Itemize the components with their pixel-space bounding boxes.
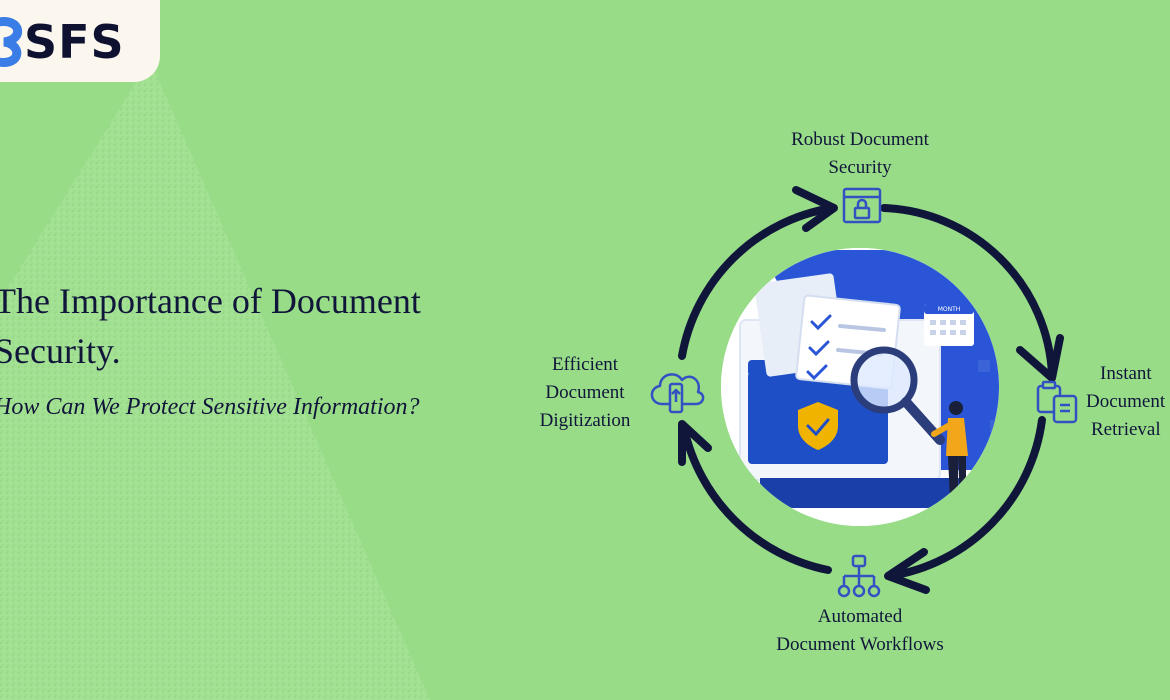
page-subtitle: How Can We Protect Sensitive Information… — [0, 394, 420, 420]
arrowhead-bottom — [884, 548, 930, 594]
label-robust-document-security: Robust Document Security — [791, 129, 929, 178]
title-line-2: Security. — [0, 331, 121, 371]
label-instant-document-retrieval: Instant Document Retrieval — [1086, 363, 1166, 440]
label-automated-document-workflows: Automated Document Workflows — [776, 606, 944, 655]
logo-badge: SFS — [0, 0, 160, 82]
title-line-1: The Importance of Document — [0, 281, 421, 321]
central-illustration: MONTH — [721, 248, 999, 526]
lock-window-icon — [842, 187, 882, 224]
arrowhead-right — [1016, 334, 1064, 382]
arc-left-top — [678, 204, 836, 360]
cloud-upload-icon — [650, 373, 705, 414]
shield-icon — [798, 402, 838, 450]
workflow-hierarchy-icon — [837, 554, 881, 598]
arc-bottom-left — [680, 424, 832, 574]
arrowhead-top — [792, 186, 838, 232]
clipboard-document-icon — [1036, 380, 1078, 424]
label-efficient-document-digitization: Efficient Document Digitization — [539, 354, 631, 431]
arc-right-bottom — [886, 416, 1046, 580]
sfs-logo-icon — [0, 17, 23, 67]
page-title: The Importance of Document Security. — [0, 276, 514, 376]
logo-text: SFS — [24, 15, 125, 69]
arrowhead-left — [678, 420, 712, 466]
calendar-month-label: MONTH — [938, 306, 961, 313]
arc-top-right — [880, 204, 1056, 378]
